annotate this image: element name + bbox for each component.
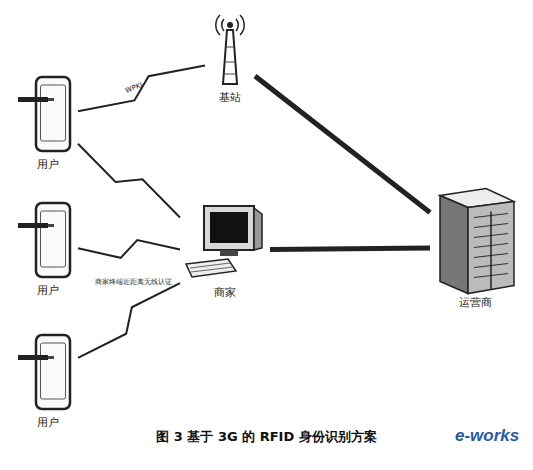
wired-link (270, 248, 430, 250)
phone-icon (18, 198, 78, 284)
watermark: e-works (455, 426, 519, 446)
computer-icon (180, 200, 270, 286)
node-label: 运营商 (459, 296, 492, 310)
wired-link (255, 76, 430, 212)
user-node: 用户 (18, 330, 78, 430)
wireless-bolt (78, 65, 205, 111)
node-label: 用户 (37, 284, 59, 298)
node-label: 用户 (37, 158, 59, 172)
wireless-bolt (78, 144, 180, 218)
base-station-node: 基站 (205, 8, 255, 105)
operator-node: 运营商 (430, 185, 520, 310)
merchant-node: 商家 (180, 200, 270, 300)
edge-label: WPKI (124, 82, 143, 96)
node-label: 商家 (214, 286, 236, 300)
phone-icon (18, 330, 78, 416)
user-node: 用户 (18, 198, 78, 298)
node-label: 基站 (219, 91, 241, 105)
edge-label: 商家终端近距离无线认证 (95, 277, 172, 287)
phone-icon (18, 72, 78, 158)
wireless-bolt (78, 283, 180, 358)
wireless-bolt (78, 240, 180, 258)
server-icon (430, 185, 520, 296)
antenna-icon (205, 8, 255, 91)
figure-caption: 图 3 基于 3G 的 RFID 身份识别方案 (0, 428, 533, 446)
node-label: 用户 (37, 416, 59, 430)
user-node: 用户 (18, 72, 78, 172)
